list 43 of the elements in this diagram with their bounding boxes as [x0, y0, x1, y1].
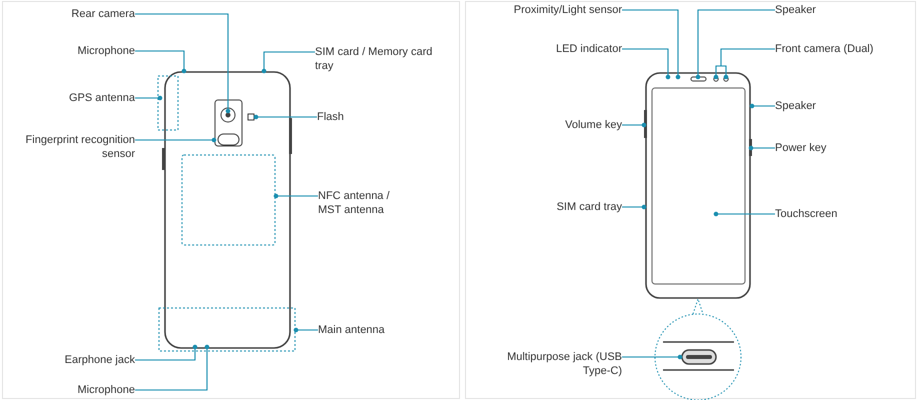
- part-label: Front camera (Dual): [775, 42, 874, 56]
- part-label: Power key: [775, 141, 826, 155]
- part-label: Main antenna: [318, 323, 385, 337]
- part-label: Fingerprint recognition sensor: [3, 133, 135, 161]
- part-label: Speaker: [775, 3, 816, 17]
- leader-line: [622, 9, 680, 80]
- part-label: Speaker: [775, 99, 816, 113]
- connector-closeup-drawing: [654, 297, 742, 400]
- part-label: Earphone jack: [64, 353, 135, 367]
- leader-line: [274, 194, 318, 198]
- leader-line: [748, 146, 775, 150]
- leader-line: [135, 344, 198, 361]
- part-label: Flash: [317, 110, 344, 124]
- leader-line: [622, 204, 646, 210]
- leader-line: [294, 328, 318, 332]
- part-label: Multipurpose jack (USB Type-C): [490, 350, 622, 378]
- part-label: SIM card tray: [556, 200, 622, 214]
- part-label: Proximity/Light sensor: [514, 3, 622, 17]
- leader-line: [714, 48, 776, 80]
- part-label: SIM card / Memory card tray: [315, 45, 443, 73]
- leader-line: [135, 13, 230, 114]
- part-label: Volume key: [565, 118, 622, 132]
- phone-back-drawing: [158, 71, 296, 352]
- leader-line: [750, 104, 775, 108]
- part-label: NFC antenna / MST antenna: [318, 189, 404, 217]
- leader-line: [262, 51, 315, 74]
- leader-line: [696, 9, 775, 80]
- leader-line: [622, 354, 682, 360]
- part-label: Rear camera: [71, 7, 135, 21]
- part-label: GPS antenna: [68, 91, 135, 105]
- leader-line: [622, 48, 670, 80]
- leader-line: [714, 212, 775, 216]
- part-label: Microphone: [78, 44, 135, 58]
- part-label: Touchscreen: [775, 207, 838, 221]
- leader-line: [135, 138, 216, 142]
- part-label: LED indicator: [556, 42, 622, 56]
- phone-front-drawing: [644, 72, 752, 299]
- leader-line: [135, 96, 162, 100]
- leader-line: [254, 114, 317, 120]
- leader-line: [135, 50, 186, 74]
- leader-line: [622, 122, 646, 128]
- leader-line: [135, 344, 210, 391]
- part-label: Microphone: [78, 383, 135, 397]
